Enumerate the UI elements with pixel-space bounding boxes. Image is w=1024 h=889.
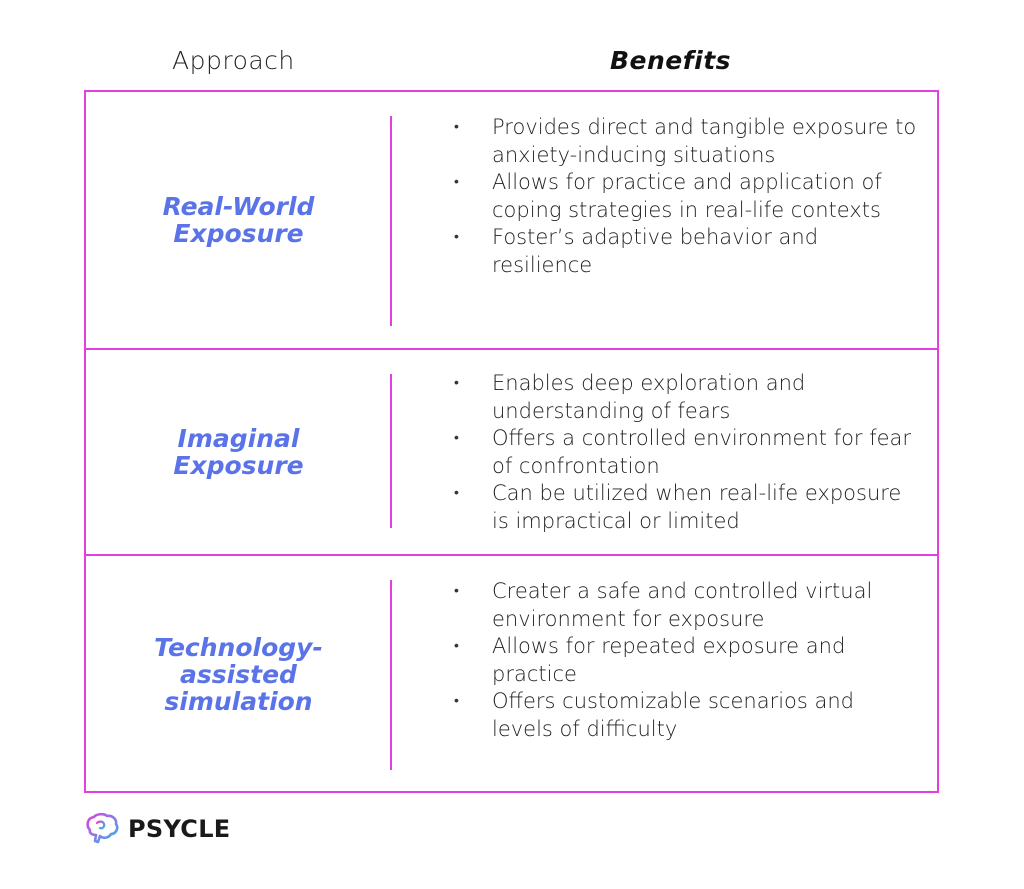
approach-label: Real-World Exposure (162, 192, 315, 248)
column-divider (390, 374, 392, 528)
benefits-list: Provides direct and tangible exposure to… (454, 114, 917, 279)
brand-name: PSYCLE (128, 815, 231, 843)
benefits-list: Creater a safe and controlled virtual en… (454, 578, 917, 743)
approach-column-header: Approach (172, 46, 295, 75)
list-item: Creater a safe and controlled virtual en… (454, 578, 917, 633)
benefits-column-header: Benefits (610, 46, 732, 75)
approach-label: Technology- assisted simulation (154, 633, 323, 716)
column-divider (390, 116, 392, 326)
approach-cell: Technology- assisted simulation (86, 556, 391, 793)
approach-cell: Imaginal Exposure (86, 350, 391, 554)
list-item: Enables deep exploration and understandi… (454, 370, 917, 425)
benefits-table: Real-World Exposure Provides direct and … (84, 90, 939, 793)
list-item: Offers a controlled environment for fear… (454, 425, 917, 480)
approach-cell: Real-World Exposure (86, 92, 391, 348)
table-row: Real-World Exposure Provides direct and … (86, 92, 937, 350)
list-item: Allows for practice and application of c… (454, 169, 917, 224)
column-divider (390, 580, 392, 770)
benefits-list: Enables deep exploration and understandi… (454, 370, 917, 535)
list-item: Provides direct and tangible exposure to… (454, 114, 917, 169)
brain-logo-icon (86, 812, 119, 844)
list-item: Foster’s adaptive behavior and resilienc… (454, 224, 917, 279)
table-row: Technology- assisted simulation Creater … (86, 556, 937, 793)
list-item: Offers customizable scenarios and levels… (454, 688, 917, 743)
list-item: Allows for repeated exposure and practic… (454, 633, 917, 688)
table-row: Imaginal Exposure Enables deep explorati… (86, 350, 937, 556)
brand-logo: PSYCLE (84, 812, 231, 846)
list-item: Can be utilized when real-life exposure … (454, 480, 917, 535)
approach-label: Imaginal Exposure (173, 424, 304, 480)
